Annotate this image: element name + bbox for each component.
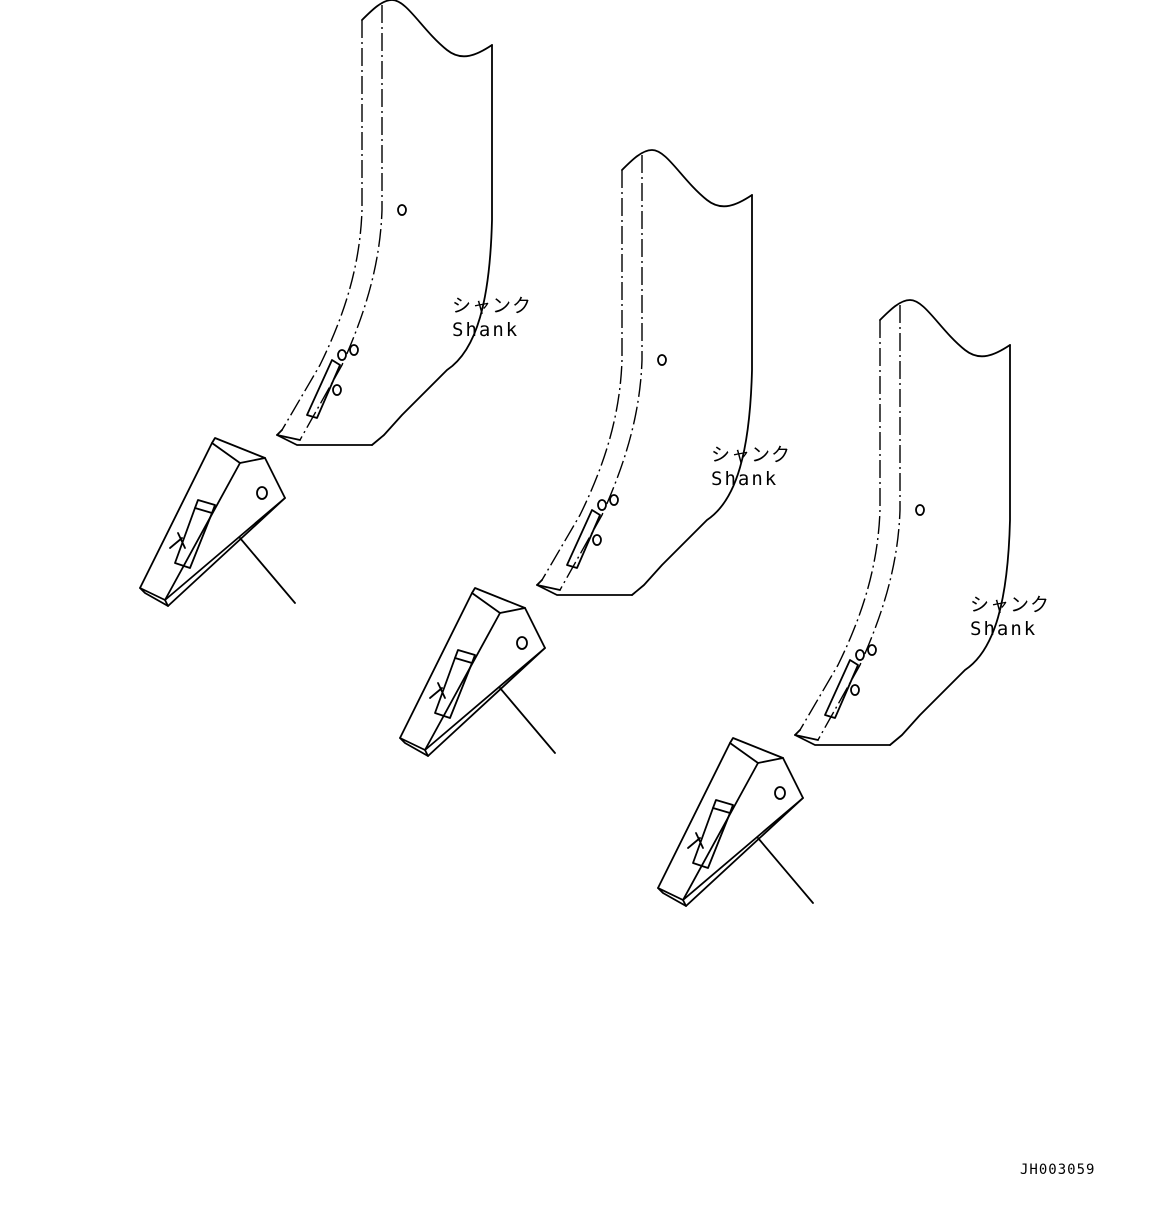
shank-label-2: シャンク Shank xyxy=(711,443,791,491)
tooth-3 xyxy=(657,737,814,907)
shank-1 xyxy=(276,0,493,446)
tooth-1 xyxy=(139,437,296,607)
shank-label-1-jp: シャンク xyxy=(452,295,533,317)
shank-label-1: シャンク Shank xyxy=(452,294,532,342)
drawing-code: JH003059 xyxy=(1020,1162,1096,1178)
shank-3 xyxy=(794,299,1011,746)
shank-label-2-en: Shank xyxy=(711,468,779,490)
shank-label-1-en: Shank xyxy=(452,319,520,341)
tooth-2 xyxy=(399,587,556,757)
shank-2 xyxy=(536,149,753,596)
shank-label-3: シャンク Shank xyxy=(970,593,1050,641)
shank-label-2-jp: シャンク xyxy=(711,444,792,466)
shank-label-3-en: Shank xyxy=(970,618,1038,640)
shank-label-3-jp: シャンク xyxy=(970,594,1051,616)
